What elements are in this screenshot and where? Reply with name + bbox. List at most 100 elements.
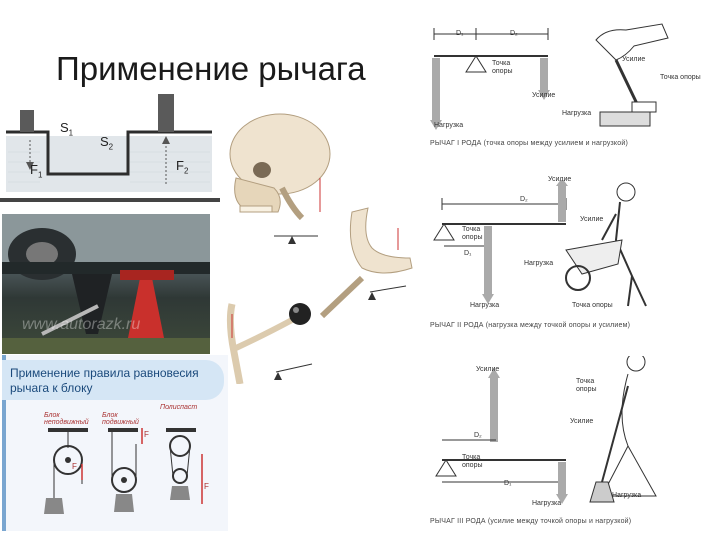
movable-ceiling bbox=[108, 428, 138, 432]
anatomy-illustrations bbox=[226, 113, 413, 384]
arm-lever-diagram bbox=[275, 363, 313, 373]
vessel-wall bbox=[6, 130, 212, 176]
foot-lever-fulcrum bbox=[368, 292, 376, 300]
lever1-diagram bbox=[430, 23, 669, 130]
lever2-wheel bbox=[565, 265, 591, 291]
lever1-label-effort: Усилие bbox=[532, 92, 556, 99]
lever1-label-fulcrum: Точка опоры bbox=[492, 60, 513, 75]
skull-lever-fulcrum bbox=[288, 236, 296, 244]
lever3-diagram bbox=[435, 356, 657, 504]
foot-bones bbox=[349, 207, 413, 274]
ball-highlight bbox=[293, 307, 299, 313]
lever3-fulcrum bbox=[435, 459, 457, 477]
leg-bone bbox=[319, 275, 365, 319]
lever3-label-effort-right: Усилие bbox=[570, 418, 594, 425]
lever2-label-d2: D₂ bbox=[520, 196, 528, 203]
lever3-person-head bbox=[626, 356, 646, 372]
fixed-weight bbox=[44, 498, 64, 514]
label-s1: S1 bbox=[60, 120, 74, 138]
lever1-label-effort-right: Усилие bbox=[622, 56, 646, 63]
hydraulic-base bbox=[0, 198, 220, 202]
force2-arrowhead bbox=[162, 136, 170, 144]
jack-stand bbox=[126, 278, 166, 348]
car-underside bbox=[2, 262, 210, 274]
lever2-effort-arrowhead bbox=[556, 180, 568, 186]
scissor-jack bbox=[72, 274, 112, 334]
lever3-label-effort: Усилие bbox=[476, 366, 500, 373]
lever1-caption: РЫЧАГ I РОДА (точка опоры между усилием … bbox=[430, 140, 629, 147]
pulley-panel-title: Применение правила равновесия рычага к б… bbox=[10, 366, 199, 395]
lever3-label-d1: D₁ bbox=[504, 480, 512, 487]
lever2-load-arrowhead bbox=[482, 294, 494, 304]
liquid-hatching bbox=[8, 151, 210, 183]
force-label-fixed: F bbox=[72, 462, 77, 471]
pulley-panel-border bbox=[2, 355, 6, 531]
polyspast-top-pulley bbox=[169, 435, 191, 457]
lever3-label-d2: D₂ bbox=[474, 432, 482, 439]
lever2-label-fulcrum-bottom: Точка опоры bbox=[572, 302, 613, 309]
lever1-load-arrow bbox=[432, 58, 440, 122]
lever3-load-arrow bbox=[558, 462, 566, 496]
lever2-effort-arrow bbox=[558, 184, 566, 222]
car-hub bbox=[26, 242, 58, 266]
pulley-panel-header bbox=[2, 360, 224, 400]
lever2-person-body bbox=[601, 201, 647, 307]
lever1-rock bbox=[599, 111, 651, 127]
lever2-diagram bbox=[433, 180, 647, 307]
lever1-effort-arrowhead bbox=[538, 90, 550, 100]
hydraulic-liquid bbox=[6, 136, 212, 192]
lever1-hand bbox=[595, 23, 669, 61]
movable-pulley bbox=[111, 467, 137, 493]
lever3-label-load: Нагрузка bbox=[532, 500, 562, 507]
jack-handle bbox=[41, 304, 99, 336]
lever3-effort-arrow bbox=[490, 376, 498, 442]
fixed-ceiling bbox=[48, 428, 88, 432]
skull-jaw bbox=[234, 177, 281, 213]
movable-pulley-axle bbox=[121, 477, 127, 483]
movable-weight bbox=[114, 494, 134, 512]
lever2-load-arrow bbox=[484, 226, 492, 296]
lever3-broom-handle bbox=[601, 385, 629, 483]
polyspast-rope-1 bbox=[169, 445, 174, 477]
lever1-label-load: Нагрузка bbox=[434, 122, 464, 129]
lever3-label-fulcrum-top: Точка опоры bbox=[576, 378, 597, 393]
lever2-label-effort: Усилие bbox=[548, 176, 572, 183]
ground bbox=[2, 338, 210, 354]
lever1-label-load-right: Нагрузка bbox=[562, 110, 592, 117]
lever2-caption: РЫЧАГ II РОДА (нагрузка между точкой опо… bbox=[430, 322, 631, 329]
skull-eye-socket bbox=[253, 162, 271, 178]
polyspast-ceiling bbox=[166, 428, 196, 432]
lever3-load-arrowhead bbox=[556, 494, 568, 504]
lever1-fulcrum bbox=[465, 55, 487, 73]
label-s2: S2 bbox=[100, 134, 114, 152]
label-polyspast: Полиспаст bbox=[160, 404, 198, 411]
arm-bone bbox=[226, 303, 244, 384]
lever3-effort-arrowhead bbox=[488, 368, 500, 378]
label-f2: F2 bbox=[176, 158, 189, 176]
lever1-label-fulcrum-right: Точка опоры bbox=[660, 74, 701, 81]
force-label-polyspast: F bbox=[204, 482, 209, 491]
lever3-label-fulcrum: Точка опоры bbox=[462, 454, 483, 469]
polyspast-weight bbox=[170, 486, 190, 500]
neck-vertebrae bbox=[279, 186, 305, 221]
photo-watermark: www.autorazk.ru bbox=[22, 316, 141, 333]
lever2-wheelbarrow bbox=[565, 239, 623, 275]
force-label-movable: F bbox=[144, 430, 149, 439]
lever1-label-d2: D₂ bbox=[510, 30, 518, 37]
lever2-fulcrum bbox=[433, 223, 455, 241]
stand-top bbox=[120, 270, 174, 280]
lever2-label-fulcrum: Точка опоры bbox=[462, 226, 483, 241]
ball-in-hand bbox=[289, 303, 311, 325]
lever3-label-load-right: Нагрузка bbox=[612, 492, 642, 499]
arm-lever-fulcrum bbox=[274, 372, 282, 380]
polyspast-rope-2 bbox=[186, 445, 191, 477]
label-f1: F1 bbox=[30, 162, 43, 180]
lever3-person-dress bbox=[601, 373, 657, 497]
skull-teeth bbox=[239, 205, 273, 213]
lever1-effort-arrow bbox=[540, 58, 548, 92]
car-jack-photo: www.autorazk.ru bbox=[2, 214, 210, 354]
lever3-caption: РЫЧАГ III РОДА (усилие между точкой опор… bbox=[430, 518, 632, 525]
lever2-label-load: Нагрузка bbox=[524, 260, 554, 267]
